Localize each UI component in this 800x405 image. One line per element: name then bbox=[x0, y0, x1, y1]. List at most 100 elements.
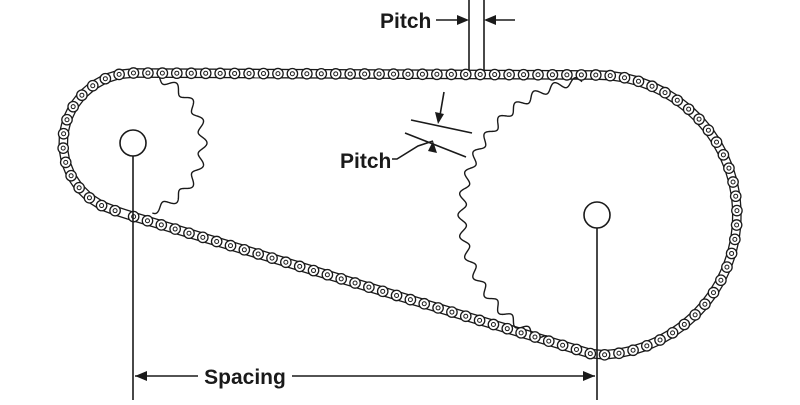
chain-pin bbox=[603, 353, 607, 357]
chain-pin bbox=[435, 72, 439, 76]
spacing-label: Spacing bbox=[204, 366, 286, 389]
large-sprocket bbox=[458, 78, 582, 340]
spacing-dimension: Spacing bbox=[135, 366, 595, 389]
chain-pin bbox=[478, 73, 482, 77]
chain-pin bbox=[478, 318, 482, 322]
small-sprocket bbox=[152, 73, 207, 214]
chain-pin bbox=[623, 76, 627, 80]
chain-pin bbox=[703, 302, 707, 306]
chain-pin bbox=[189, 71, 193, 75]
chain-pin bbox=[645, 344, 649, 348]
chain-pin bbox=[348, 72, 352, 76]
chain-pin bbox=[608, 74, 612, 78]
chain-pin bbox=[491, 323, 495, 327]
chain-pin bbox=[353, 281, 357, 285]
chain-pin bbox=[103, 77, 107, 81]
chain-pin bbox=[334, 72, 338, 76]
pitch-side-extension-lower bbox=[405, 133, 466, 157]
chain-pin bbox=[392, 72, 396, 76]
chain-pin bbox=[536, 73, 540, 77]
chain-pin bbox=[706, 128, 710, 132]
chain-pin bbox=[631, 348, 635, 352]
chain-pin bbox=[290, 72, 294, 76]
large-sprocket-hub bbox=[584, 202, 610, 228]
chain-pin bbox=[298, 264, 302, 268]
chain-pin bbox=[377, 72, 381, 76]
chain-pin bbox=[395, 293, 399, 297]
chain-pin bbox=[367, 285, 371, 289]
chain-pin bbox=[145, 219, 149, 223]
chain-pin bbox=[71, 105, 75, 109]
chain-pin bbox=[687, 107, 691, 111]
chain-pin bbox=[519, 331, 523, 335]
small-sprocket-hub bbox=[120, 130, 146, 156]
chain-pin bbox=[159, 223, 163, 227]
chain-pin bbox=[650, 84, 654, 88]
pitch-side-label: Pitch bbox=[340, 150, 391, 173]
pitch-side-extension-upper bbox=[411, 120, 472, 133]
chain-pin bbox=[160, 71, 164, 75]
pitch-side-dimension: Pitch bbox=[340, 92, 472, 173]
chain-pin bbox=[363, 72, 367, 76]
chain-pin bbox=[550, 73, 554, 77]
chain-pin bbox=[507, 73, 511, 77]
chain-pin bbox=[579, 73, 583, 77]
chain-pin bbox=[712, 291, 716, 295]
chain-pin bbox=[91, 84, 95, 88]
chain-pin bbox=[62, 132, 66, 136]
chain-pin bbox=[697, 117, 701, 121]
chain-pin bbox=[312, 269, 316, 273]
pitch-top-label: Pitch bbox=[380, 10, 431, 33]
chain-pin bbox=[69, 174, 73, 178]
chain-pin bbox=[420, 72, 424, 76]
chain-pin bbox=[658, 338, 662, 342]
chain-pin bbox=[725, 265, 729, 269]
chain-pin bbox=[146, 71, 150, 75]
chain-pin bbox=[693, 313, 697, 317]
chain-pin bbox=[733, 237, 737, 241]
chain-pin bbox=[436, 306, 440, 310]
chain-pin bbox=[305, 72, 309, 76]
chain-pin bbox=[449, 72, 453, 76]
chain-pin bbox=[505, 327, 509, 331]
chain-pin bbox=[175, 71, 179, 75]
chain-pin bbox=[734, 194, 738, 198]
chain-pin bbox=[735, 223, 739, 227]
chain-pin bbox=[735, 209, 739, 213]
chain-pin bbox=[464, 314, 468, 318]
chain-pin bbox=[730, 251, 734, 255]
chain-pin bbox=[61, 146, 65, 150]
chain-pin bbox=[588, 352, 592, 356]
chain-pin bbox=[113, 209, 117, 213]
pitch-side-arrowhead-upper bbox=[435, 112, 444, 124]
chain-pin bbox=[547, 339, 551, 343]
chain-pin bbox=[284, 260, 288, 264]
chain-pin bbox=[594, 73, 598, 77]
chain-pin bbox=[522, 73, 526, 77]
chain-pin bbox=[100, 204, 104, 208]
chain-pin bbox=[682, 322, 686, 326]
chain-pin bbox=[715, 140, 719, 144]
roller-chain bbox=[58, 68, 742, 360]
chain-pin bbox=[204, 71, 208, 75]
pitch-top-dimension: Pitch bbox=[380, 0, 515, 70]
chain-pin bbox=[87, 196, 91, 200]
chain-pin bbox=[617, 351, 621, 355]
chain-pin bbox=[731, 180, 735, 184]
chain-pin bbox=[262, 72, 266, 76]
chain-pin bbox=[339, 277, 343, 281]
chain-pin bbox=[242, 248, 246, 252]
chain-pin bbox=[276, 72, 280, 76]
chain-pin bbox=[233, 71, 237, 75]
chain-pin bbox=[270, 256, 274, 260]
chain-pin bbox=[229, 244, 233, 248]
chain-pin bbox=[406, 72, 410, 76]
chain-pin bbox=[663, 91, 667, 95]
chain-pin bbox=[721, 153, 725, 157]
chain-pin bbox=[727, 166, 731, 170]
chain-pin bbox=[493, 73, 497, 77]
chain-pin bbox=[381, 289, 385, 293]
large-sprocket-teeth bbox=[458, 78, 582, 340]
chain-pin bbox=[671, 331, 675, 335]
